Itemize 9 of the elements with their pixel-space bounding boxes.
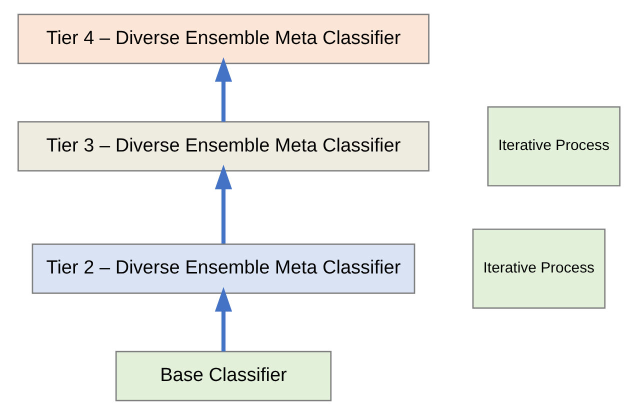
node-box: Iterative Process (487, 106, 620, 186)
arrow (214, 164, 232, 244)
node-box: Tier 4 – Diverse Ensemble Meta Classifier (18, 13, 430, 64)
node-box: Tier 3 – Diverse Ensemble Meta Classifier (18, 120, 430, 171)
node-box: Tier 2 – Diverse Ensemble Meta Classifier (32, 243, 416, 294)
arrow (214, 286, 232, 351)
arrow (214, 56, 232, 122)
node-box: Iterative Process (472, 228, 606, 308)
node-box: Base Classifier (115, 350, 332, 401)
